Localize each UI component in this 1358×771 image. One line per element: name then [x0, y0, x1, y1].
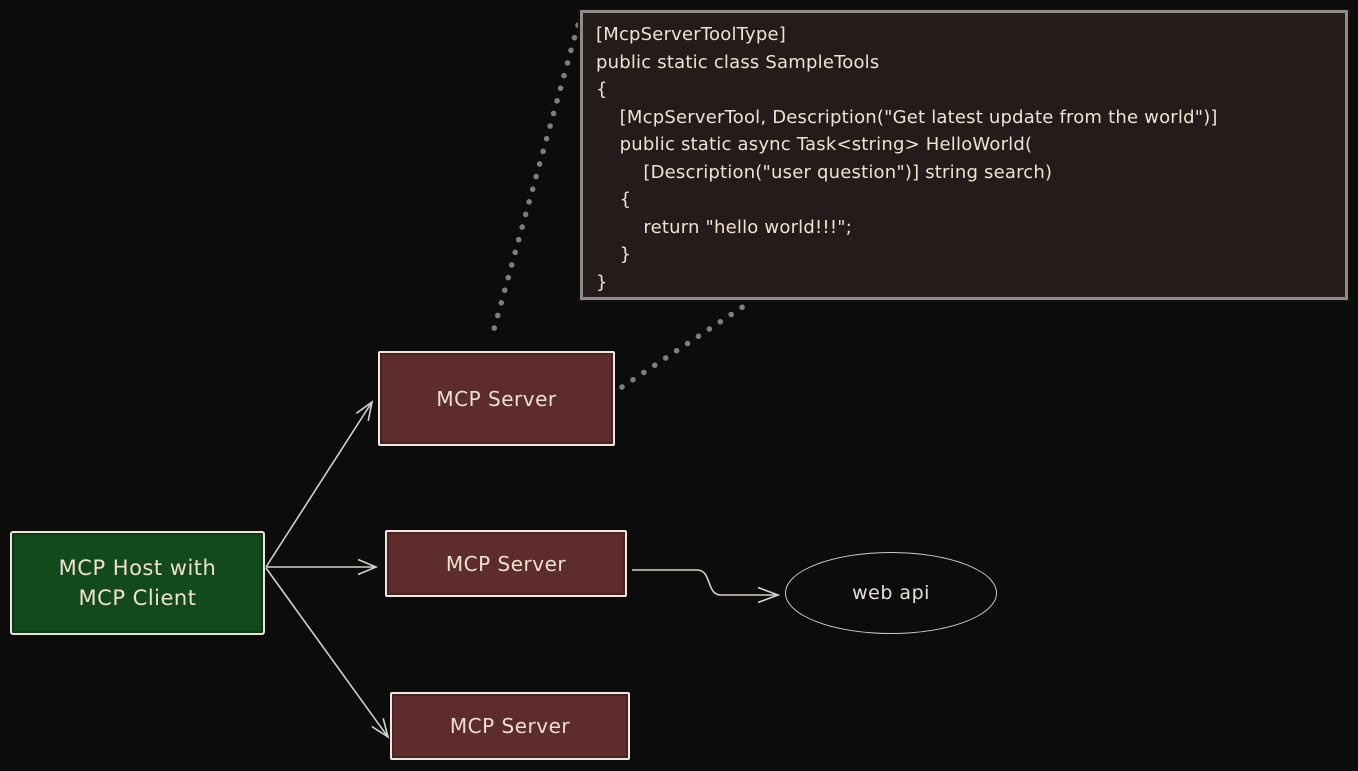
node-mcp-server-bottom: MCP Server	[390, 692, 630, 760]
mcp-host-label: MCP Host with MCP Client	[58, 556, 217, 610]
code-panel: [McpServerToolType] public static class …	[580, 10, 1348, 300]
mcp-server-top-label: MCP Server	[436, 386, 557, 411]
node-web-api: web api	[785, 552, 997, 634]
node-mcp-host: MCP Host with MCP Client	[10, 531, 265, 635]
dotted-connector-server-to-code	[619, 303, 747, 390]
mcp-server-middle-label: MCP Server	[445, 551, 567, 576]
node-mcp-server-top: MCP Server	[378, 351, 615, 446]
arrow-host-to-middle-server	[266, 558, 379, 576]
web-api-label: web api	[852, 582, 930, 604]
mcp-server-bottom-label: MCP Server	[449, 714, 571, 738]
arrow-host-to-top-server	[265, 400, 374, 568]
code-snippet: [McpServerToolType] public static class …	[596, 24, 1218, 293]
arrow-host-to-bottom-server	[265, 567, 390, 739]
node-mcp-server-middle: MCP Server	[385, 530, 627, 597]
arrow-middle-server-to-web-api	[632, 569, 781, 604]
dotted-connector-code-to-server	[488, 22, 581, 343]
